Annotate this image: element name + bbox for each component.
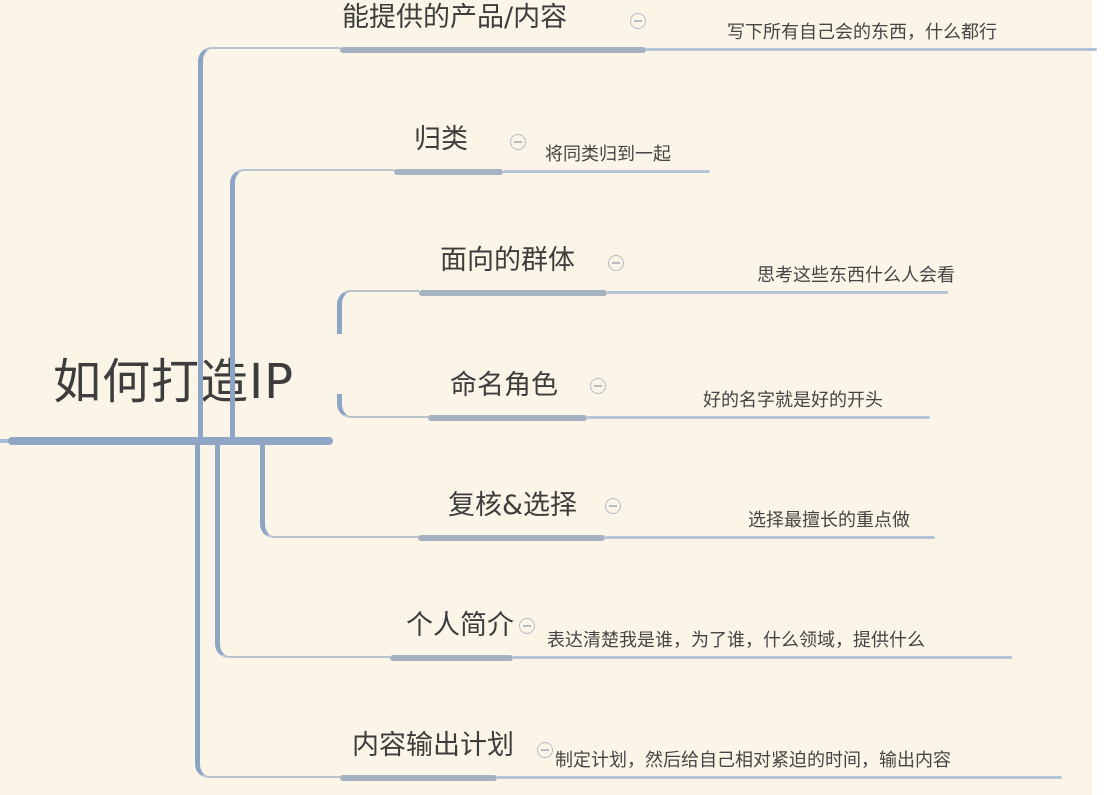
subtopic-line (497, 776, 1062, 779)
branch-topic[interactable]: 个人简介 (406, 610, 514, 641)
collapse-minus-icon[interactable] (590, 378, 606, 394)
subtopic-line (513, 656, 1012, 659)
minus-glyph (594, 385, 602, 387)
branch-connector (195, 445, 340, 778)
collapse-minus-icon[interactable] (608, 255, 624, 271)
subtopic[interactable]: 表达清楚我是谁，为了谁，什么领域，提供什么 (547, 630, 925, 651)
subtopic-line (646, 48, 1097, 51)
branch-connector (230, 169, 394, 437)
branch-topic[interactable]: 能提供的产品/内容 (342, 2, 568, 33)
branch-connector (260, 445, 418, 538)
collapse-minus-icon[interactable] (605, 498, 621, 514)
subtopic[interactable]: 写下所有自己会的东西，什么都行 (727, 22, 997, 43)
branch-connector (215, 445, 390, 658)
subtopic-line (587, 416, 930, 419)
branch-topic-underline (340, 47, 646, 53)
collapse-minus-icon[interactable] (630, 13, 646, 29)
branch-topic[interactable]: 归类 (414, 124, 468, 155)
root-topic-underline (8, 437, 333, 445)
subtopic[interactable]: 制定计划，然后给自己相对紧迫的时间，输出内容 (555, 750, 951, 771)
minus-glyph (612, 262, 620, 264)
branch-topic[interactable]: 命名角色 (450, 370, 558, 401)
branch-connector (337, 290, 419, 334)
branch-topic[interactable]: 复核&选择 (448, 490, 578, 521)
subtopic[interactable]: 将同类归到一起 (545, 144, 671, 165)
subtopic[interactable]: 好的名字就是好的开头 (703, 390, 883, 411)
branch-topic-underline (394, 169, 503, 175)
branch-connector (337, 394, 428, 418)
collapse-minus-icon[interactable] (519, 618, 535, 634)
subtopic-line (607, 291, 948, 294)
branch-topic-underline (340, 775, 497, 781)
branch-topic[interactable]: 面向的群体 (440, 245, 575, 276)
central-topic[interactable]: 如何打造IP (53, 354, 295, 410)
subtopic[interactable]: 选择最擅长的重点做 (748, 510, 910, 531)
branch-connector (198, 47, 340, 437)
branch-topic-underline (390, 655, 513, 661)
subtopic[interactable]: 思考这些东西什么人会看 (757, 265, 955, 286)
minus-glyph (609, 505, 617, 507)
branch-topic[interactable]: 内容输出计划 (352, 730, 514, 761)
minus-glyph (634, 20, 642, 22)
minus-glyph (523, 625, 531, 627)
subtopic-line (503, 170, 710, 173)
collapse-minus-icon[interactable] (510, 134, 526, 150)
subtopic-line (605, 536, 935, 539)
branch-topic-underline (419, 290, 607, 296)
branch-topic-underline (418, 535, 605, 541)
minus-glyph (514, 141, 522, 143)
collapse-minus-icon[interactable] (537, 742, 553, 758)
minus-glyph (541, 749, 549, 751)
branch-topic-underline (428, 415, 587, 421)
